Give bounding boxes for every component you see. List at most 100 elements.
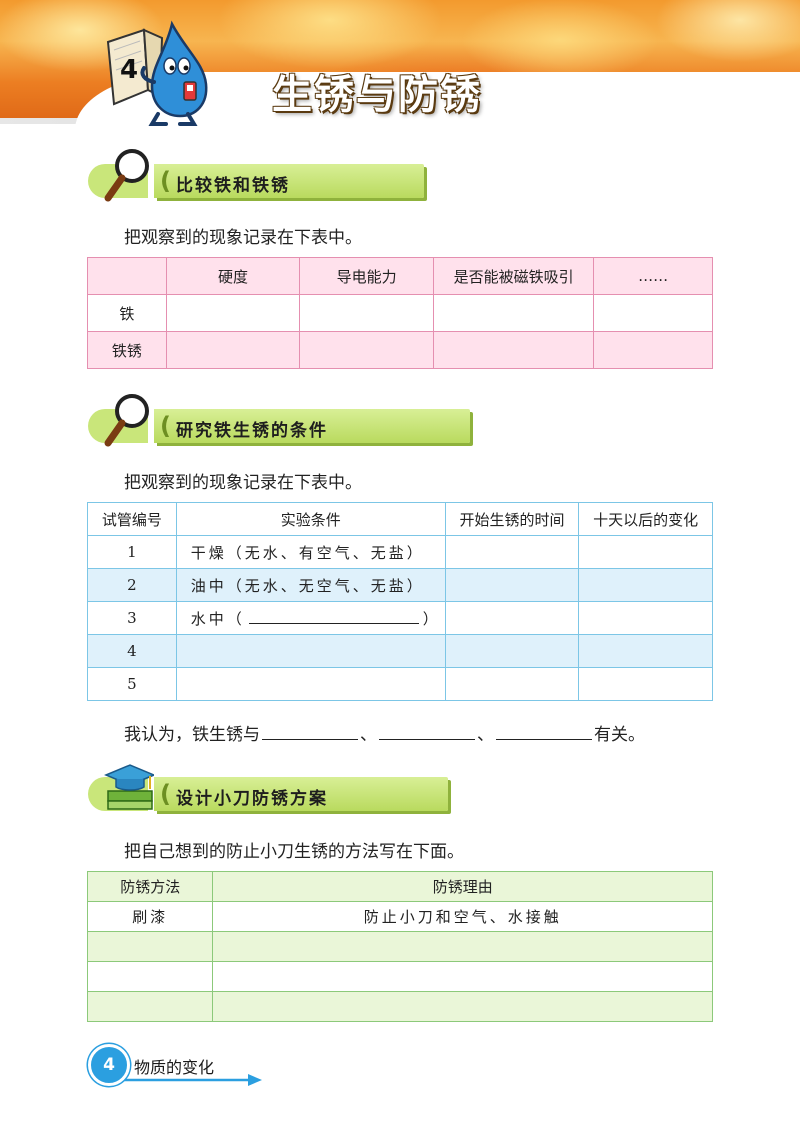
method-input[interactable]: [86, 931, 214, 962]
header-cell-conductivity: 导电能力: [299, 257, 434, 295]
tube-number: 5: [87, 667, 177, 701]
condition-text-with-blank: 水中（ ）: [175, 601, 446, 635]
reason-input[interactable]: [212, 931, 713, 962]
rust-conditions-table: 试管编号 实验条件 开始生锈的时间 十天以后的变化 1 干燥（无水、有空气、无盐…: [87, 502, 713, 701]
table-header-row: 防锈方法 防锈理由: [86, 871, 713, 902]
header-cell-start-time: 开始生锈的时间: [444, 502, 580, 536]
fill-in-blank-2[interactable]: [379, 725, 475, 740]
row-label-iron: 铁: [87, 294, 167, 332]
method-input[interactable]: [86, 991, 214, 1022]
cell-input[interactable]: [432, 331, 595, 369]
chapter-number: 4: [120, 55, 138, 85]
cell-input[interactable]: [578, 601, 713, 635]
cell-input[interactable]: [165, 331, 301, 369]
section-header-bar: ( 设计小刀防锈方案: [154, 777, 448, 811]
table-header-row: 试管编号 实验条件 开始生锈的时间 十天以后的变化: [87, 502, 713, 536]
chapter-title: 生锈与防锈: [272, 72, 482, 118]
condition-input[interactable]: [175, 667, 446, 701]
tube-number: 3: [87, 601, 177, 635]
cell-input[interactable]: [299, 331, 434, 369]
cell-input[interactable]: [165, 294, 301, 332]
tube-number: 4: [87, 634, 177, 668]
header-cell-blank: [87, 257, 167, 295]
cell-input[interactable]: [432, 294, 595, 332]
condition-text: 油中（无水、无空气、无盐）: [175, 568, 446, 602]
reason-cell: 防止小刀和空气、水接触: [212, 901, 713, 932]
page-number: 4: [88, 1044, 130, 1086]
cell-input[interactable]: [578, 667, 713, 701]
section-title: 研究铁生锈的条件: [176, 421, 328, 441]
knife-rust-plan-table: 防锈方法 防锈理由 刷漆 防止小刀和空气、水接触: [86, 871, 713, 1022]
section-header-bar: ( 研究铁生锈的条件: [154, 409, 470, 443]
sentence-suffix: 有关。: [594, 725, 645, 745]
condition-text: 干燥（无水、有空气、无盐）: [175, 535, 446, 569]
reason-input[interactable]: [212, 961, 713, 992]
cell-input[interactable]: [593, 294, 713, 332]
section-header-rust-conditions: ( 研究铁生锈的条件: [88, 394, 470, 455]
table-row: 4: [87, 634, 713, 668]
section-header-bar: ( 比较铁和铁锈: [154, 164, 424, 198]
section-title: 比较铁和铁锈: [176, 176, 290, 196]
table-row: 刷漆 防止小刀和空气、水接触: [86, 901, 713, 932]
section-header-knife-rust-plan: ( 设计小刀防锈方案: [88, 764, 448, 823]
condition-suffix: ）: [422, 609, 441, 628]
fill-in-blank[interactable]: [248, 609, 419, 624]
cell-input[interactable]: [578, 568, 713, 602]
table-row: 3 水中（ ）: [87, 601, 713, 635]
section-title: 设计小刀防锈方案: [176, 789, 328, 809]
section2-instruction: 把观察到的现象记录在下表中。: [124, 473, 362, 493]
cell-input[interactable]: [593, 331, 713, 369]
table-row: 2 油中（无水、无空气、无盐）: [87, 568, 713, 602]
sentence-prefix: 我认为，铁生锈与: [124, 725, 260, 745]
fill-in-blank-3[interactable]: [496, 725, 592, 740]
conclusion-sentence: 我认为，铁生锈与 、 、 有关。: [124, 720, 645, 745]
header-cell-ellipsis: ……: [593, 257, 713, 295]
table-row: [86, 931, 713, 962]
reason-input[interactable]: [212, 991, 713, 1022]
page-footer: 4 物质的变化: [88, 1044, 268, 1089]
table-row: 铁锈: [87, 331, 713, 369]
unit-title: 物质的变化: [134, 1058, 215, 1077]
sentence-separator: 、: [360, 725, 377, 745]
sentence-separator: 、: [477, 725, 494, 745]
table-row: 1 干燥（无水、有空气、无盐）: [87, 535, 713, 569]
table-row: [86, 991, 713, 1022]
water-drop-mascot-with-book-icon: 4: [106, 20, 208, 126]
cell-input[interactable]: [578, 634, 713, 668]
header-cell-ten-days: 十天以后的变化: [578, 502, 713, 536]
bracket-glyph: (: [160, 167, 171, 195]
magnifier-icon: [104, 149, 149, 202]
cell-input[interactable]: [444, 634, 580, 668]
graduation-cap-book-icon: [104, 764, 154, 810]
table-header-row: 硬度 导电能力 是否能被磁铁吸引 ……: [87, 257, 713, 295]
fill-in-blank-1[interactable]: [262, 725, 358, 740]
method-input[interactable]: [86, 961, 214, 992]
cell-input[interactable]: [444, 568, 580, 602]
bracket-glyph: (: [160, 780, 171, 808]
condition-input[interactable]: [175, 634, 446, 668]
cell-input[interactable]: [299, 294, 434, 332]
header-cell-hardness: 硬度: [165, 257, 301, 295]
bracket-glyph: (: [160, 412, 171, 440]
cell-input[interactable]: [578, 535, 713, 569]
row-label-rust: 铁锈: [87, 331, 167, 369]
section-header-compare-iron-rust: ( 比较铁和铁锈: [88, 149, 424, 210]
cell-input[interactable]: [444, 667, 580, 701]
iron-rust-comparison-table: 硬度 导电能力 是否能被磁铁吸引 …… 铁 铁锈: [87, 257, 713, 369]
header-cell-conditions: 实验条件: [175, 502, 446, 536]
magnifier-icon: [104, 394, 149, 447]
cell-input[interactable]: [444, 601, 580, 635]
method-cell: 刷漆: [86, 901, 214, 932]
tube-number: 2: [87, 568, 177, 602]
table-row: [86, 961, 713, 992]
cell-input[interactable]: [444, 535, 580, 569]
header-cell-tube-number: 试管编号: [87, 502, 177, 536]
header-cell-method: 防锈方法: [86, 871, 214, 902]
condition-prefix: 水中（: [190, 609, 245, 628]
header-cell-magnetic: 是否能被磁铁吸引: [432, 257, 595, 295]
table-row: 铁: [87, 294, 713, 332]
section3-instruction: 把自己想到的防止小刀生锈的方法写在下面。: [124, 842, 464, 862]
section1-instruction: 把观察到的现象记录在下表中。: [124, 228, 362, 248]
tube-number: 1: [87, 535, 177, 569]
header-cell-reason: 防锈理由: [212, 871, 713, 902]
